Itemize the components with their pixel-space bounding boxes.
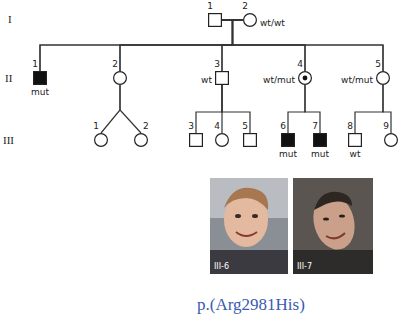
male-symbol: 6mut xyxy=(281,133,295,147)
pedigree-shape xyxy=(189,133,203,147)
pedigree-shape xyxy=(348,133,362,147)
circle-outline xyxy=(299,72,312,85)
photo-label: III-7 xyxy=(297,263,312,271)
pedigree-line xyxy=(120,20,243,71)
pedigree-line xyxy=(222,85,250,133)
male-symbol: 8wt xyxy=(348,133,362,147)
photo-panel: III-7 xyxy=(293,178,373,274)
female-symbol: 9 xyxy=(384,133,398,147)
pedigree-line xyxy=(120,85,141,133)
square-outline xyxy=(314,134,327,147)
square-outline xyxy=(349,134,362,147)
pedigree-shape xyxy=(376,71,390,85)
circle-outline xyxy=(385,134,398,147)
pedigree-shape xyxy=(243,13,257,27)
pedigree-shape xyxy=(243,133,257,147)
male-symbol: 5 xyxy=(243,133,257,147)
pedigree-shape xyxy=(134,133,148,147)
female-symbol: 4wt/mut xyxy=(298,71,312,85)
pedigree-line xyxy=(233,20,384,71)
female-symbol: 2wt/wt xyxy=(243,13,257,27)
pedigree-shape xyxy=(384,133,398,147)
photo-panel: III-6 xyxy=(210,178,288,274)
square-outline xyxy=(209,14,222,27)
pedigree-shape xyxy=(94,133,108,147)
individual-number: 8 xyxy=(347,122,353,131)
pedigree-line xyxy=(305,85,320,133)
generation-label: II xyxy=(5,72,12,84)
genotype-label: wt xyxy=(201,76,212,85)
pedigree-shape xyxy=(281,133,295,147)
pedigree-line xyxy=(196,85,222,133)
individual-number: 2 xyxy=(112,60,118,69)
patient-photo xyxy=(293,178,373,274)
circle-outline xyxy=(135,134,148,147)
female-symbol: 5wt/mut xyxy=(376,71,390,85)
circle-outline xyxy=(95,134,108,147)
pedigree-shape xyxy=(33,71,47,85)
circle-outline xyxy=(216,134,229,147)
female-symbol: 2 xyxy=(113,71,127,85)
generation-label: III xyxy=(3,134,14,146)
genotype-label: mut xyxy=(31,88,49,97)
pedigree-shape xyxy=(215,133,229,147)
pedigree-line xyxy=(40,20,243,71)
photo-label: III-6 xyxy=(214,263,229,271)
individual-number: 2 xyxy=(143,122,149,131)
individual-number: 9 xyxy=(383,122,389,131)
individual-number: 2 xyxy=(242,2,248,11)
pedigree-line xyxy=(222,20,383,71)
male-symbol: 3wt xyxy=(215,71,229,85)
circle-outline xyxy=(377,72,390,85)
pedigree-line xyxy=(355,85,383,133)
individual-number: 1 xyxy=(32,60,38,69)
generation-label: I xyxy=(8,13,12,25)
genotype-label: wt/mut xyxy=(341,76,373,85)
square-outline xyxy=(34,72,47,85)
individual-number: 3 xyxy=(214,60,220,69)
male-symbol: 7mut xyxy=(313,133,327,147)
female-symbol: 4 xyxy=(215,133,229,147)
individual-number: 1 xyxy=(93,122,99,131)
patient-photo xyxy=(210,178,288,274)
genotype-label: mut xyxy=(279,150,297,159)
female-symbol: 2 xyxy=(134,133,148,147)
individual-number: 4 xyxy=(297,60,303,69)
genotype-label: wt/mut xyxy=(263,76,295,85)
individual-number: 4 xyxy=(214,122,220,131)
individual-number: 7 xyxy=(312,122,318,131)
square-outline xyxy=(190,134,203,147)
genotype-label: wt/wt xyxy=(260,19,285,28)
male-symbol: 1mut xyxy=(33,71,47,85)
pedigree-shape xyxy=(208,13,222,27)
pedigree-line xyxy=(383,85,391,133)
individual-number: 6 xyxy=(280,122,286,131)
individual-number: 1 xyxy=(207,2,213,11)
individual-number: 5 xyxy=(242,122,248,131)
variant-label: p.(Arg2981His) xyxy=(197,295,305,315)
square-outline xyxy=(216,72,229,85)
male-symbol: 3 xyxy=(189,133,203,147)
individual-number: 3 xyxy=(188,122,194,131)
pedigree-shape xyxy=(298,71,312,85)
pedigree-line xyxy=(101,85,120,133)
male-symbol: 1 xyxy=(208,13,222,27)
pedigree-shape xyxy=(215,71,229,85)
genotype-label: mut xyxy=(311,150,329,159)
circle-outline xyxy=(244,14,257,27)
pedigree-shape xyxy=(113,71,127,85)
circle-outline xyxy=(114,72,127,85)
square-outline xyxy=(282,134,295,147)
pedigree-line xyxy=(288,85,305,133)
carrier-dot xyxy=(303,76,308,81)
female-symbol: 1 xyxy=(94,133,108,147)
pedigree-shape xyxy=(313,133,327,147)
genotype-label: wt xyxy=(350,150,361,159)
individual-number: 5 xyxy=(375,60,381,69)
square-outline xyxy=(244,134,257,147)
